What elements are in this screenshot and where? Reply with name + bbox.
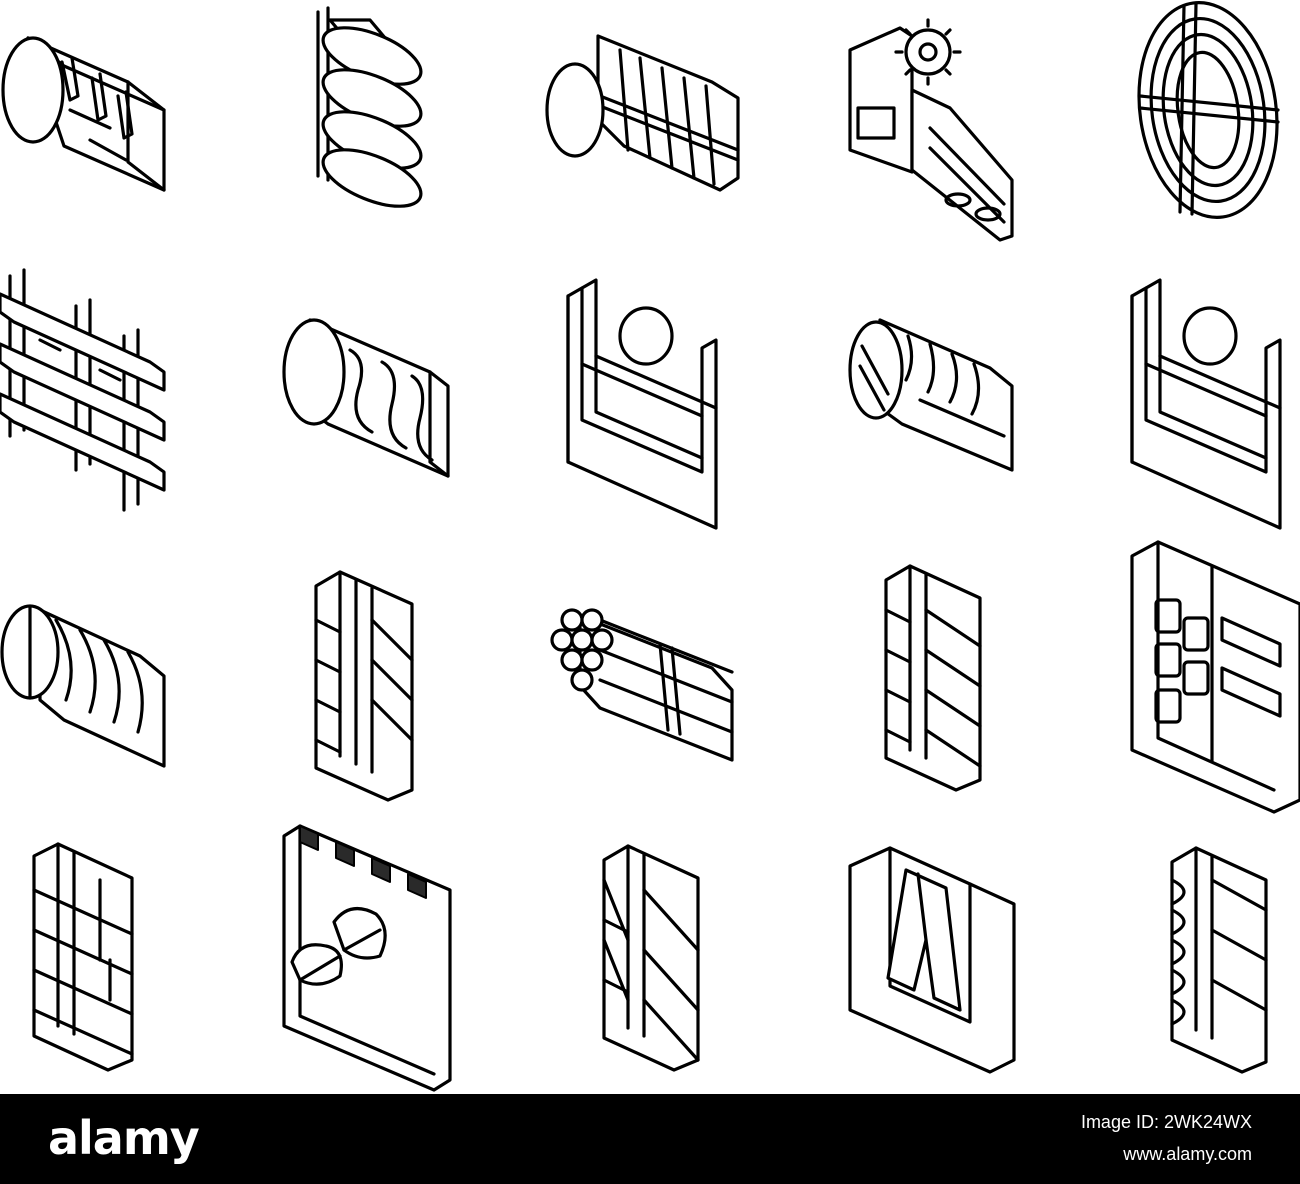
u-frame-with-disc-icon <box>566 278 718 530</box>
panel-with-leaves-icon <box>282 824 452 1092</box>
slotted-panel-icon <box>848 846 1016 1074</box>
rod-bundle-icon <box>550 608 734 762</box>
watermark-footer: alamy Image ID: 2WK24WX www.alamy.com <box>0 1094 1300 1184</box>
log-with-straps-icon <box>1 36 166 192</box>
brand-logo-text[interactable]: alamy <box>48 1111 200 1165</box>
textured-log-icon <box>848 318 1014 472</box>
vertical-plank-panel-icon <box>314 570 414 802</box>
image-id-text: Image ID: 2WK24WX <box>1080 1112 1252 1132</box>
framed-stone-panel-icon <box>1130 540 1300 814</box>
layered-log-icon <box>0 604 166 768</box>
vertical-slat-panel-icon <box>884 564 982 792</box>
site-link[interactable]: www.alamy.com <box>1123 1144 1252 1164</box>
brick-pallet-icon <box>32 842 134 1072</box>
icon-grid <box>0 1 1300 1092</box>
bundled-coil-panel-icon <box>1170 846 1268 1074</box>
lashed-plank-panel-icon <box>602 844 700 1072</box>
u-frame-with-disc-icon <box>1130 278 1282 530</box>
wrapped-log-icon <box>282 318 450 478</box>
stacked-ovals-icon <box>316 6 423 208</box>
sawmill-machine-icon <box>848 18 1014 242</box>
log-on-fence-icon <box>545 34 740 192</box>
wire-coil-icon <box>1137 1 1280 219</box>
footer-meta: Image ID: 2WK24WX www.alamy.com <box>1081 1106 1252 1170</box>
lattice-frame-icon <box>0 268 166 512</box>
